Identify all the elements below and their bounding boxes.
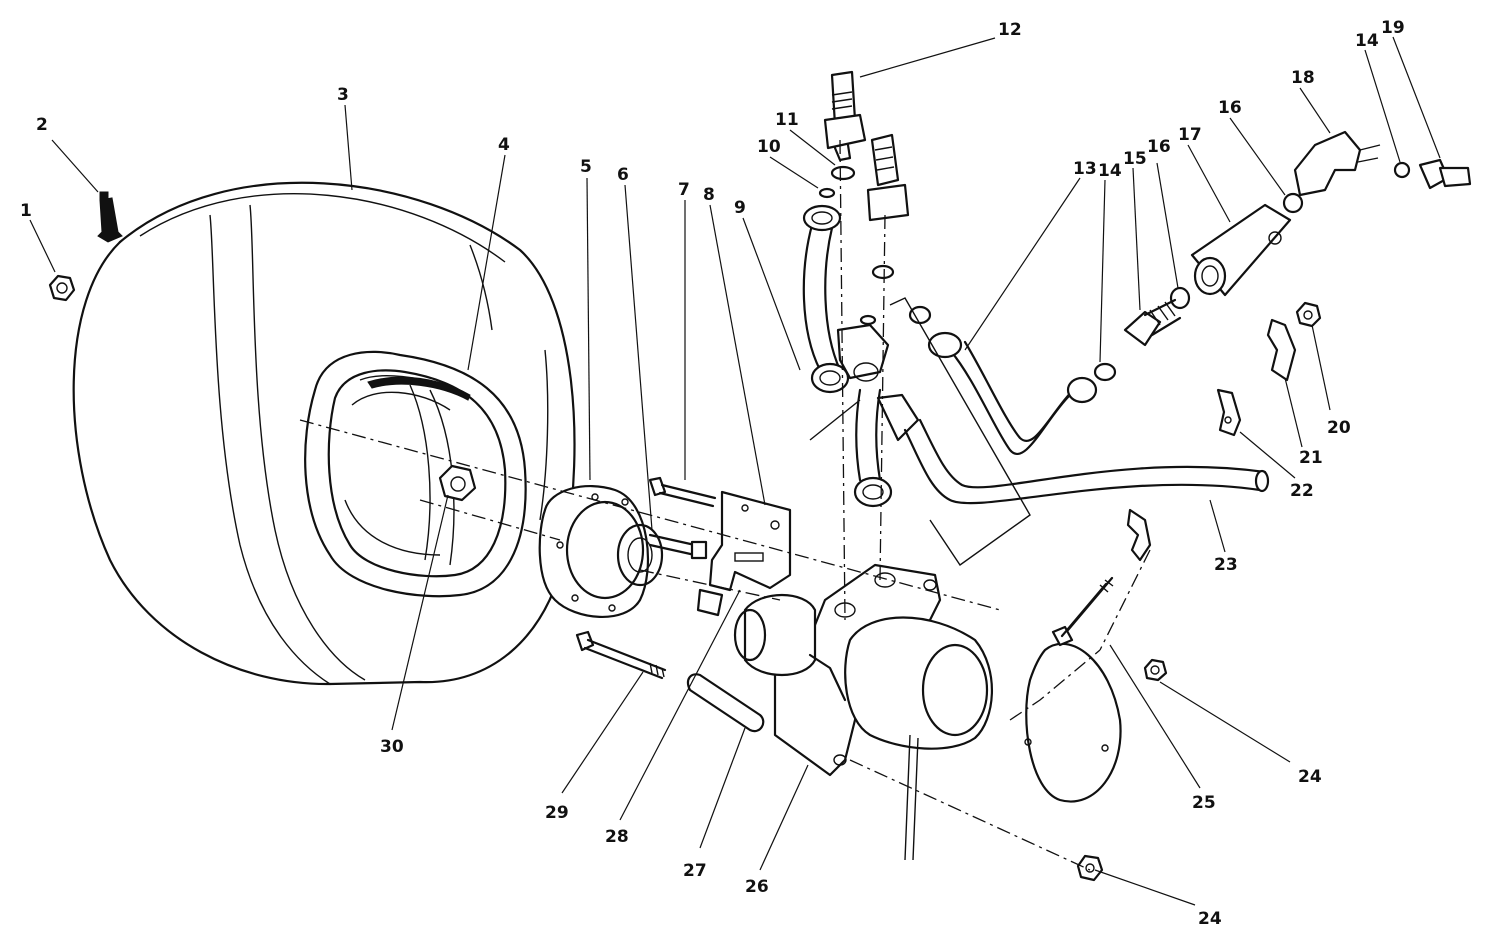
callout-17: 17 xyxy=(1178,125,1202,145)
nut-20 xyxy=(1295,301,1322,328)
nut-24-lower xyxy=(1076,854,1104,882)
clamp-22 xyxy=(1216,388,1242,437)
callout-26: 26 xyxy=(745,877,769,897)
callout-11: 11 xyxy=(775,110,799,130)
bolt-6 xyxy=(648,533,708,560)
clamp-lower xyxy=(1126,508,1152,562)
callout-2: 2 xyxy=(36,115,48,135)
callout-24-b: 24 xyxy=(1198,909,1222,929)
leader-lines xyxy=(29,36,1441,906)
wheel-hub xyxy=(538,485,664,619)
callout-13: 13 xyxy=(1073,159,1097,179)
nut-24-upper xyxy=(1143,658,1168,682)
callout-25: 25 xyxy=(1192,793,1216,813)
bracket xyxy=(708,490,792,592)
tube-13 xyxy=(927,331,1098,455)
callout-7: 7 xyxy=(678,180,690,200)
callout-9: 9 xyxy=(734,198,746,218)
tube-lower xyxy=(853,388,920,508)
wheel-motor xyxy=(733,563,994,861)
axle-nut xyxy=(438,464,477,502)
callout-30: 30 xyxy=(380,737,404,757)
valve-stem xyxy=(97,191,123,243)
center-lines xyxy=(299,139,1151,871)
clamp-bolt xyxy=(1051,576,1114,647)
callout-1: 1 xyxy=(20,201,32,221)
bolt-29 xyxy=(575,630,667,680)
callout-24-a: 24 xyxy=(1298,767,1322,787)
wheel-rim xyxy=(304,350,527,598)
callout-16-b: 16 xyxy=(1218,98,1242,118)
elbow-fitting xyxy=(866,133,910,222)
callout-12: 12 xyxy=(998,20,1022,40)
callout-14-a: 14 xyxy=(1098,161,1122,181)
callout-23: 23 xyxy=(1214,555,1238,575)
tee-fitting xyxy=(836,323,890,382)
key xyxy=(696,588,724,617)
callout-8: 8 xyxy=(703,185,715,205)
callout-21: 21 xyxy=(1299,448,1323,468)
callout-4: 4 xyxy=(498,135,510,155)
clamp-21 xyxy=(1266,318,1297,382)
fitting-15 xyxy=(1123,298,1182,347)
callout-29: 29 xyxy=(545,803,569,823)
callout-22: 22 xyxy=(1290,481,1314,501)
callout-5: 5 xyxy=(580,157,592,177)
callout-15: 15 xyxy=(1123,149,1147,169)
tube-23 xyxy=(903,418,1270,505)
callout-16-a: 16 xyxy=(1147,137,1171,157)
pin xyxy=(686,673,765,733)
lug-nut-small xyxy=(48,274,76,302)
callout-20: 20 xyxy=(1327,418,1351,438)
valve-17 xyxy=(1190,203,1292,297)
bolt-7 xyxy=(648,476,717,508)
callout-27: 27 xyxy=(683,861,707,881)
tube-9 xyxy=(802,204,850,394)
gasket xyxy=(1024,642,1122,803)
callout-6: 6 xyxy=(617,165,629,185)
callout-28: 28 xyxy=(605,827,629,847)
o-rings xyxy=(818,161,1411,382)
callout-10: 10 xyxy=(757,137,781,157)
fitting-12 xyxy=(823,70,867,162)
callout-labels: 1 2 3 4 5 6 7 8 9 10 11 12 13 14 14 15 1… xyxy=(20,18,1405,929)
tire xyxy=(72,181,576,686)
callout-19: 19 xyxy=(1381,18,1405,38)
callout-3: 3 xyxy=(337,85,349,105)
callout-14-b: 14 xyxy=(1355,31,1379,51)
fitting-19 xyxy=(1418,158,1472,190)
callout-18: 18 xyxy=(1291,68,1315,88)
elbow-18 xyxy=(1293,130,1381,197)
